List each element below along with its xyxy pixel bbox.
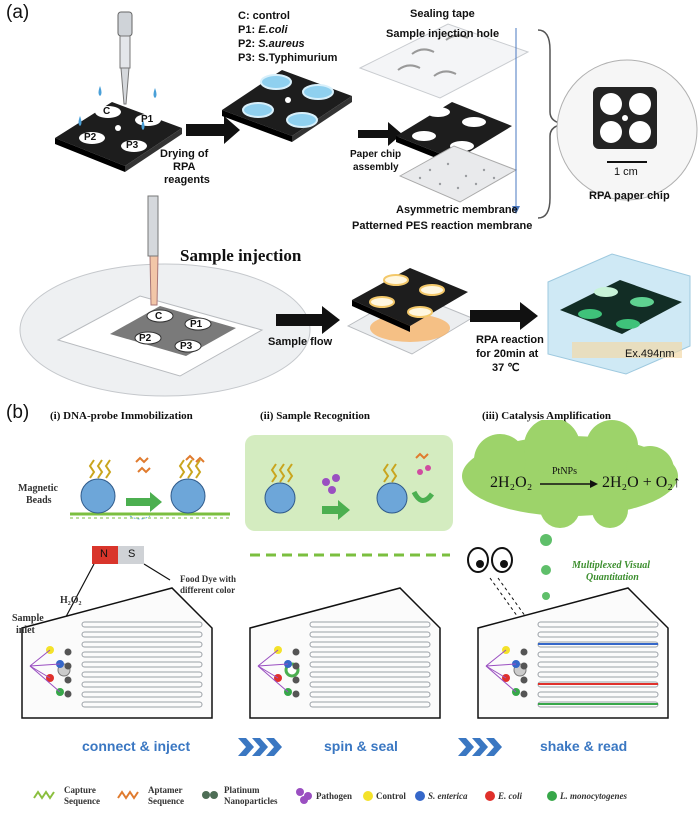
recognition-box [245,435,453,531]
legend-platinum-2: Nanoparticles [224,796,278,806]
legend-aptamer-2: Sequence [148,796,184,806]
step-spin-seal: spin & seal [324,738,398,754]
tray-well-p1: P1 [190,319,203,330]
pipette-icon [117,11,133,105]
legend-p2: P2: S.aureus [238,38,305,51]
well-label-p3: P3 [126,140,139,151]
sample-injection-title: Sample injection [180,246,302,265]
chevrons [238,738,502,756]
legend-capture-1: Capture [64,785,96,795]
legend-icons [33,788,557,804]
drying-label-2: RPA [173,161,196,173]
assembly-label-2: assembly [353,162,399,173]
legend-p1-name: E.coli [258,24,288,36]
chip-black-1 [55,86,182,172]
h2o2-label: H₂O₂ [60,595,82,606]
chip-caption: RPA paper chip [589,190,670,202]
magnetic-beads-label-1: Magnetic [18,483,58,494]
legend-control: C: control [238,10,290,22]
header-recognition: (ii) Sample Recognition [260,410,370,422]
injection-hole-label: Sample injection hole [386,28,500,40]
chip-blue-wells [222,70,352,142]
magnet-n: N [100,548,108,560]
panel-b-label: (b) [6,402,30,423]
reaction-right: 2H₂O + O₂↑ [602,474,681,491]
legend-p2-prefix: P2: [238,38,259,50]
sample-flow-label: Sample flow [268,336,333,348]
panel-a-label: (a) [6,2,30,23]
reaction-catalyst: PtNPs [552,466,578,477]
legend-s-enterica: S. enterica [428,791,468,801]
heated-chip [346,268,474,355]
legend-e-coli: E. coli [498,791,522,801]
tray-well-p3: P3 [180,341,193,352]
well-label-p2: P2 [84,132,97,143]
microfluidic-chips [21,587,669,719]
food-dye-label-2: different color [180,585,236,595]
drying-label-1: Drying of [160,148,209,160]
legend-p2-name: S.aureus [258,38,305,50]
legend-pathogen: Pathogen [316,791,352,801]
legend-capture-2: Sequence [64,796,100,806]
rpa-reaction-2: for 20min at [476,348,539,360]
rpa-reaction-1: RPA reaction [476,334,544,346]
header-amplification: (iii) Catalysis Amplification [482,410,611,422]
microfluidic-chip-3 [477,587,669,719]
asymmetric-membrane-label: Asymmetric membrane [396,204,518,216]
magnet-icon [59,546,171,629]
legend-l-mono: L. monocytogenes [560,791,627,801]
panel-a-graphics [19,11,698,397]
sample-injection-tray [19,195,311,397]
legend-p3: P3: S.Typhimurium [238,52,338,64]
sample-inlet-label-2: inlet [16,625,35,636]
legend-p1-prefix: P1: [238,24,259,36]
step-connect-inject: connect & inject [82,738,191,754]
immobilization-scene [70,454,230,520]
panel-b-graphics [21,420,678,804]
legend-control: Control [376,791,406,801]
legend-aptamer-1: Aptamer [148,785,183,795]
exploded-chip-assembly [358,23,530,214]
tray-well-c: C [155,311,163,322]
rpa-chip-photo [556,59,698,201]
reaction-left: 2H₂O₂ [490,474,533,491]
microfluidic-chip-1 [21,587,213,719]
reaction-cloud [462,420,678,528]
tray-well-p2: P2 [139,333,152,344]
well-label-c: C [103,106,111,117]
fluorescence-readout [547,253,691,375]
excitation-label: Ex.494nm [625,348,675,360]
magnetic-beads-label-2: Beads [26,495,52,506]
sample-inlet-label-1: Sample [12,613,44,624]
drying-label-3: reagents [164,174,210,186]
food-dye-label-1: Food Dye with [180,574,236,584]
well-label-p1: P1 [141,114,154,125]
eyes-icon [467,534,552,621]
legend-platinum-1: Platinum [224,785,260,795]
scale-label: 1 cm [614,166,638,178]
multiplexed-label-1: Multiplexed Visual [572,560,651,571]
microfluidic-chip-2 [249,587,441,719]
rpa-reaction-3: 37 ℃ [492,362,520,374]
magnet-s: S [128,548,136,560]
sealing-tape-label: Sealing tape [410,8,475,20]
legend-p1: P1: E.coli [238,24,288,37]
step-shake-read: shake & read [540,738,628,754]
pes-membrane-label: Patterned PES reaction membrane [352,220,533,232]
multiplexed-label-2: Quantitation [586,572,639,583]
header-immobilization: (i) DNA-probe Immobilization [50,410,193,422]
assembly-label-1: Paper chip [350,149,402,160]
